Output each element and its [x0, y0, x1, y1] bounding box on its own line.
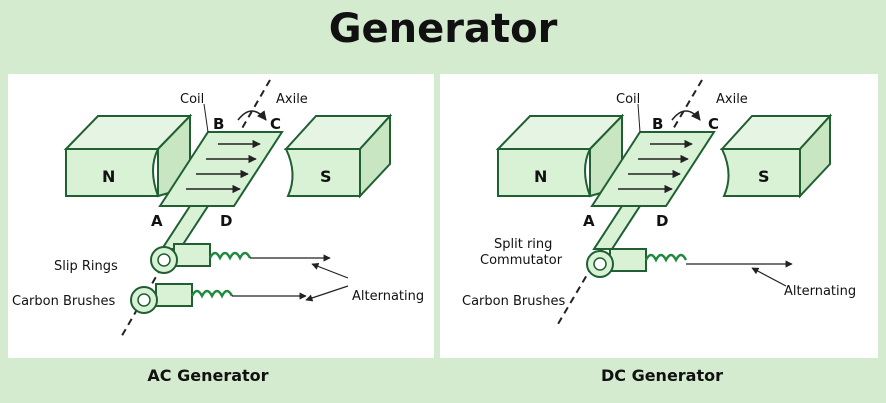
dc-generator-diagram: Coil Axile N S B C A D Split ring Commut…	[462, 79, 856, 325]
dc-alternating-label: Alternating	[784, 284, 856, 299]
rotation-arrow	[671, 110, 701, 121]
dc-commutator-label: Commutator	[480, 253, 563, 268]
split-ring-commutator	[586, 248, 688, 278]
dc-corner-d: D	[656, 212, 668, 230]
dc-corner-c: C	[708, 115, 719, 133]
coil-lead	[592, 205, 642, 250]
ac-corner-b: B	[213, 115, 224, 133]
dc-corner-a: A	[583, 212, 595, 230]
south-magnet	[719, 113, 833, 199]
dc-generator-caption: DC Generator	[600, 366, 724, 385]
ac-corner-c: C	[270, 115, 281, 133]
dc-north-label: N	[534, 167, 547, 186]
coil-lead	[160, 205, 210, 250]
ac-corner-d: D	[220, 212, 232, 230]
dc-split-ring-label: Split ring	[494, 237, 552, 252]
ac-coil-label: Coil	[180, 92, 204, 107]
dc-corner-b: B	[652, 115, 663, 133]
rotation-arrow	[237, 110, 267, 121]
coil-leader	[637, 103, 641, 133]
ac-axile-label: Axile	[276, 92, 308, 107]
ac-generator-caption: AC Generator	[147, 366, 269, 385]
ac-alternating-label: Alternating	[352, 289, 424, 304]
page-title: Generator	[328, 6, 558, 52]
dc-generator-panel: Coil Axile N S B C A D Split ring Commut…	[440, 74, 878, 358]
south-magnet	[283, 113, 393, 199]
output-wires	[232, 254, 349, 302]
coil-loop	[590, 131, 716, 207]
dc-axile-label: Axile	[716, 92, 748, 107]
slip-ring-1	[150, 243, 252, 274]
north-magnet	[495, 113, 625, 198]
ac-generator-diagram: Coil Axile N S B C A D Slip Rings Carbon…	[12, 79, 424, 340]
field-arrows	[186, 139, 261, 194]
dc-coil-label: Coil	[616, 92, 640, 107]
ac-generator-panel: Coil Axile N S B C A D Slip Rings Carbon…	[8, 74, 434, 358]
slip-ring-2	[130, 283, 234, 314]
ac-corner-a: A	[151, 212, 163, 230]
ac-slip-rings-label: Slip Rings	[54, 259, 118, 274]
coil-loop	[158, 131, 284, 207]
ac-north-label: N	[102, 167, 115, 186]
ac-carbon-brushes-label: Carbon Brushes	[12, 294, 115, 309]
output-wires	[686, 260, 793, 287]
dc-south-label: S	[758, 167, 770, 186]
coil-leader	[203, 103, 209, 133]
ac-south-label: S	[320, 167, 332, 186]
field-arrows	[618, 139, 693, 194]
dc-carbon-brushes-label: Carbon Brushes	[462, 294, 565, 309]
north-magnet	[63, 113, 193, 198]
